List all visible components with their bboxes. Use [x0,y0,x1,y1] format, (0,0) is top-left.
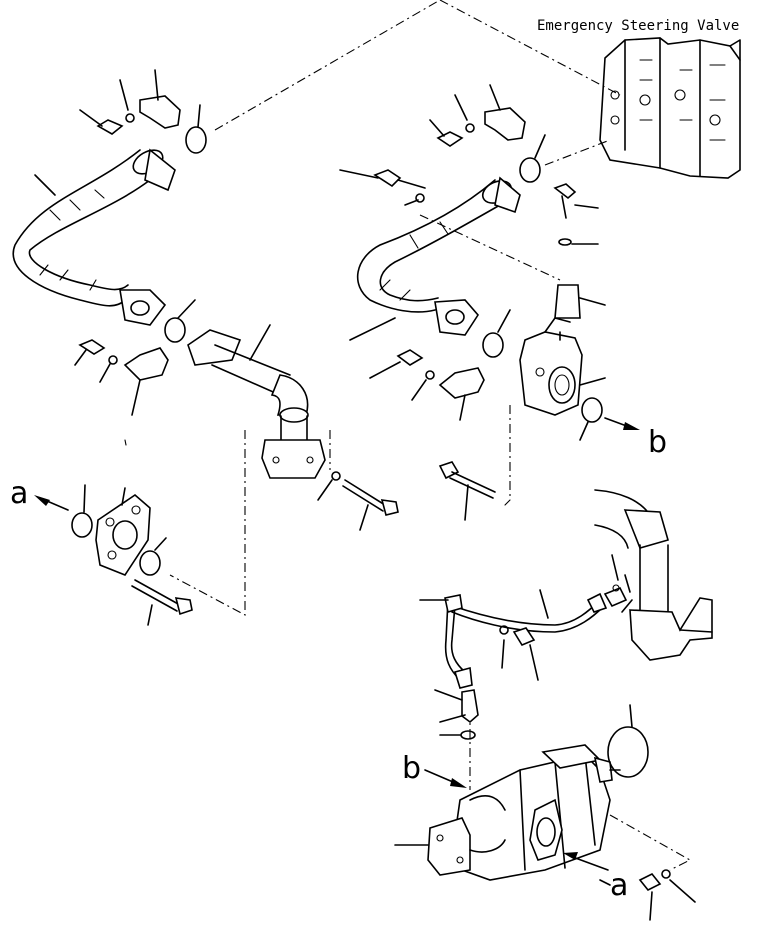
ref-a-bottom: a [610,868,628,903]
elbow-fitting [434,689,479,740]
pump-o-ring [607,704,649,778]
hydraulic-pump [394,744,621,886]
lower-right-pipe [594,489,713,661]
ref-arrow-b-pump [424,769,467,788]
left-flange-set [34,484,193,626]
middle-bolt-set [499,625,539,681]
right-long-bolt [438,461,496,521]
ref-b-right: b [648,425,667,460]
diagram-title: Emergency Steering Valve [537,18,739,34]
ref-b-pump: b [402,751,421,786]
right-bracket-set [553,183,606,319]
right-middle-clamp-set [369,309,511,421]
ref-arrow-a-pump [563,852,696,921]
lower-hose [419,554,633,689]
ref-a-left: a [10,476,28,511]
right-upper-clamp-set [339,84,546,206]
left-upper-hose [12,148,176,326]
right-housing [519,317,640,441]
left-long-bolt [317,471,399,531]
right-upper-hose [349,176,521,341]
emergency-steering-valve [599,37,741,179]
left-middle-clamp-set [74,299,196,416]
left-upper-clamp-set [34,69,207,196]
dashed-leader-lines [169,0,692,871]
stray-ticks [124,439,511,506]
left-elbow-tube [187,324,326,479]
